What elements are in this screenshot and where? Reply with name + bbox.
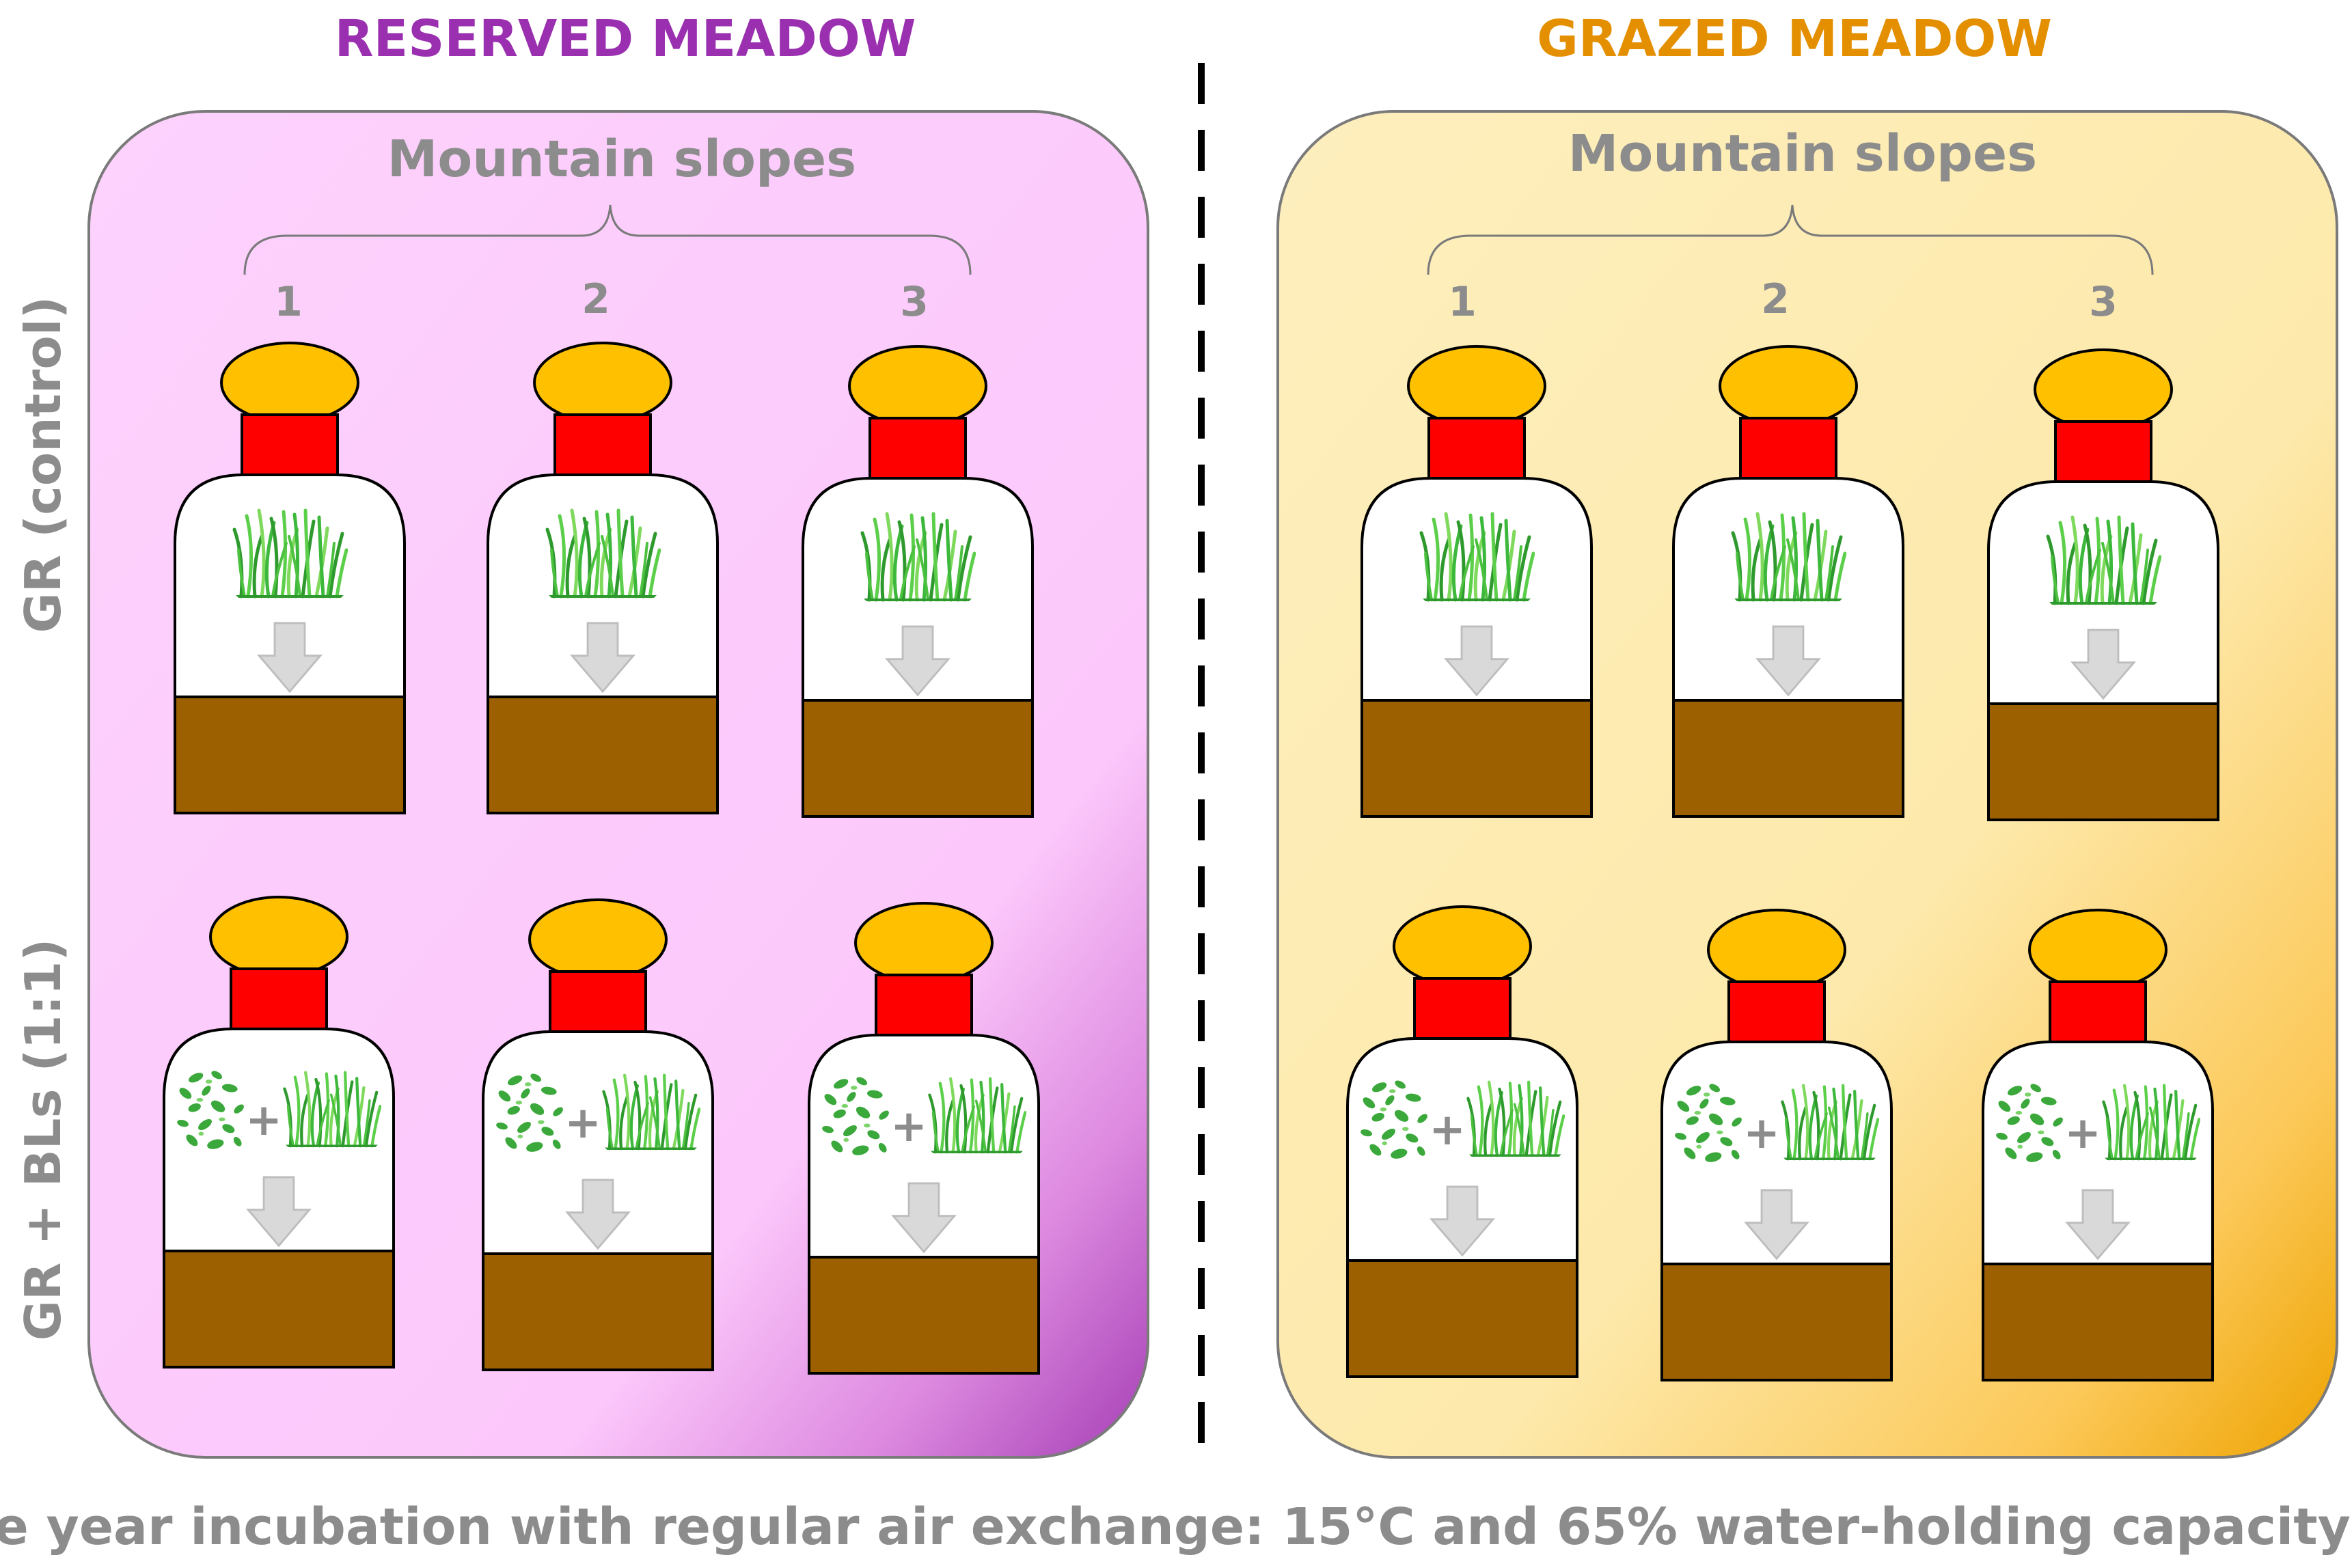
bottle-neck: [1427, 417, 1526, 482]
bottle-neck: [1739, 417, 1837, 482]
row-label-mixed: GR + BLs (1:1): [14, 939, 72, 1340]
bottle-cap: [528, 898, 668, 980]
grazed-bottle-mixed-slope-1: +: [1346, 905, 1578, 1378]
grazed-slope-number-3: 3: [2089, 278, 2118, 326]
reserved-bottle-control-slope-3: [802, 345, 1034, 818]
bottle-cap: [533, 342, 672, 424]
grazed-bottle-control-slope-1: [1360, 345, 1593, 818]
bottle-neck: [241, 413, 339, 479]
soil-layer: [174, 696, 406, 814]
row-label-control: GR (control): [14, 297, 72, 633]
plus-sign: +: [1743, 1108, 1780, 1159]
bottle-neck: [1413, 977, 1512, 1043]
bottle-cap: [1707, 909, 1846, 991]
bottle-grid: + + + + + +: [163, 342, 2219, 1381]
bottle-neck: [869, 417, 967, 482]
grazed-slopes-label: Mountain slopes: [1568, 124, 2037, 183]
soil-layer: [1660, 1263, 1893, 1381]
reserved-slope-number-2: 2: [582, 275, 610, 323]
soil-layer: [802, 699, 1034, 818]
bottle-cap: [848, 345, 987, 427]
grazed-slope-number-2: 2: [1761, 275, 1790, 323]
bottle-cap: [220, 342, 359, 424]
soil-layer: [1987, 702, 2219, 821]
grazed-bottle-control-slope-2: [1672, 345, 1904, 818]
grazed-slopes-brace: [1427, 204, 2154, 275]
grazed-meadow-title: GRAZED MEADOW: [1537, 10, 2052, 68]
reserved-bottle-control-slope-2: [487, 342, 719, 814]
reserved-slope-number-1: 1: [274, 278, 303, 326]
grazed-bottle-control-slope-3: [1987, 348, 2219, 821]
soil-layer: [163, 1250, 395, 1368]
soil-layer: [1346, 1259, 1578, 1378]
reserved-bottle-control-slope-1: [174, 342, 406, 814]
bottle-neck: [2054, 420, 2152, 486]
reserved-slopes-brace: [243, 204, 972, 275]
plus-sign: +: [2064, 1108, 2101, 1159]
soil-layer: [808, 1256, 1040, 1375]
soil-layer: [487, 696, 719, 814]
bottle-cap: [1719, 345, 1858, 427]
bottle-neck: [549, 970, 647, 1036]
soil-layer: [1982, 1263, 2214, 1381]
grazed-slope-number-1: 1: [1448, 278, 1477, 326]
reserved-bottle-mixed-slope-2: +: [482, 898, 714, 1371]
reserved-slope-number-3: 3: [900, 278, 929, 326]
bottle-neck: [875, 974, 973, 1039]
grazed-bottle-mixed-slope-3: +: [1982, 909, 2214, 1381]
reserved-bottle-mixed-slope-3: +: [808, 902, 1040, 1375]
plus-sign: +: [564, 1098, 601, 1149]
bottle-cap: [2034, 348, 2173, 430]
bottle-neck: [553, 413, 652, 479]
bottle-cap: [854, 902, 994, 984]
reserved-bottle-mixed-slope-1: +: [163, 896, 395, 1368]
bottle-neck: [1727, 980, 1826, 1046]
plus-sign: +: [890, 1101, 927, 1152]
reserved-meadow-title: RESERVED MEADOW: [335, 10, 916, 68]
soil-layer: [1672, 699, 1904, 818]
bottle-neck: [2049, 980, 2147, 1046]
bottle-cap: [1393, 905, 1532, 987]
soil-layer: [1360, 699, 1593, 818]
plus-sign: +: [1429, 1105, 1466, 1155]
footer-caption: One year incubation with regular air exc…: [0, 1498, 2351, 1556]
bottle-cap: [209, 896, 348, 978]
plus-sign: +: [245, 1095, 282, 1146]
bottle-cap: [2028, 909, 2168, 991]
reserved-slopes-label: Mountain slopes: [387, 130, 856, 189]
bottle-cap: [1407, 345, 1546, 427]
bottle-neck: [230, 967, 328, 1033]
soil-layer: [482, 1252, 714, 1371]
grazed-bottle-mixed-slope-2: +: [1660, 909, 1893, 1381]
